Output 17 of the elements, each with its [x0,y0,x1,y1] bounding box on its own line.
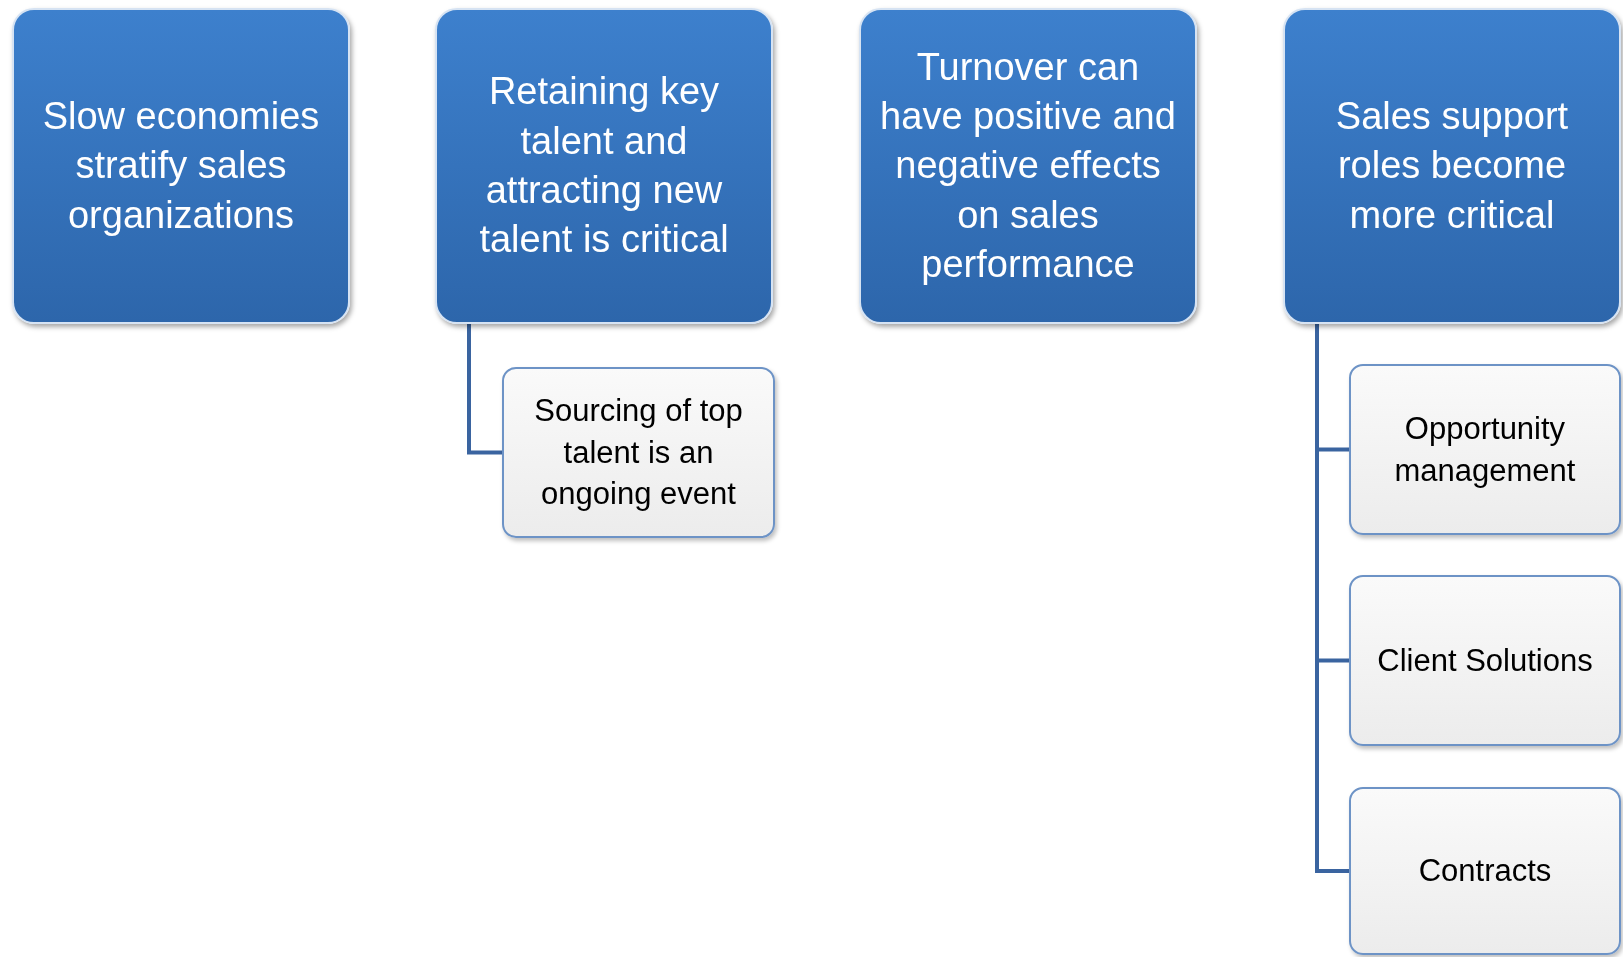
connector-line [467,324,502,455]
topic-box [859,8,1197,324]
subtopic-box [1349,787,1621,955]
box-text: Sourcing of top talent is an ongoing event [533,391,744,514]
box-text: Opportunity management [1393,409,1577,490]
box-text: Contracts [1418,852,1552,891]
subtopic-box [1349,364,1621,535]
subtopic-box [1349,575,1621,746]
topic-box [1283,8,1621,324]
box-text: Turnover can have positive and negative effects on sales performance [879,44,1177,288]
subtopic-box [502,367,775,538]
box-text: Sales support roles become more critical [1334,93,1570,238]
topic-box [12,8,350,324]
box-text: Retaining key talent and attracting new talent is critical [478,69,730,263]
box-text: Client Solutions [1377,641,1593,680]
box-text: Slow economies stratify sales organizations [41,93,321,238]
topic-box [435,8,773,324]
